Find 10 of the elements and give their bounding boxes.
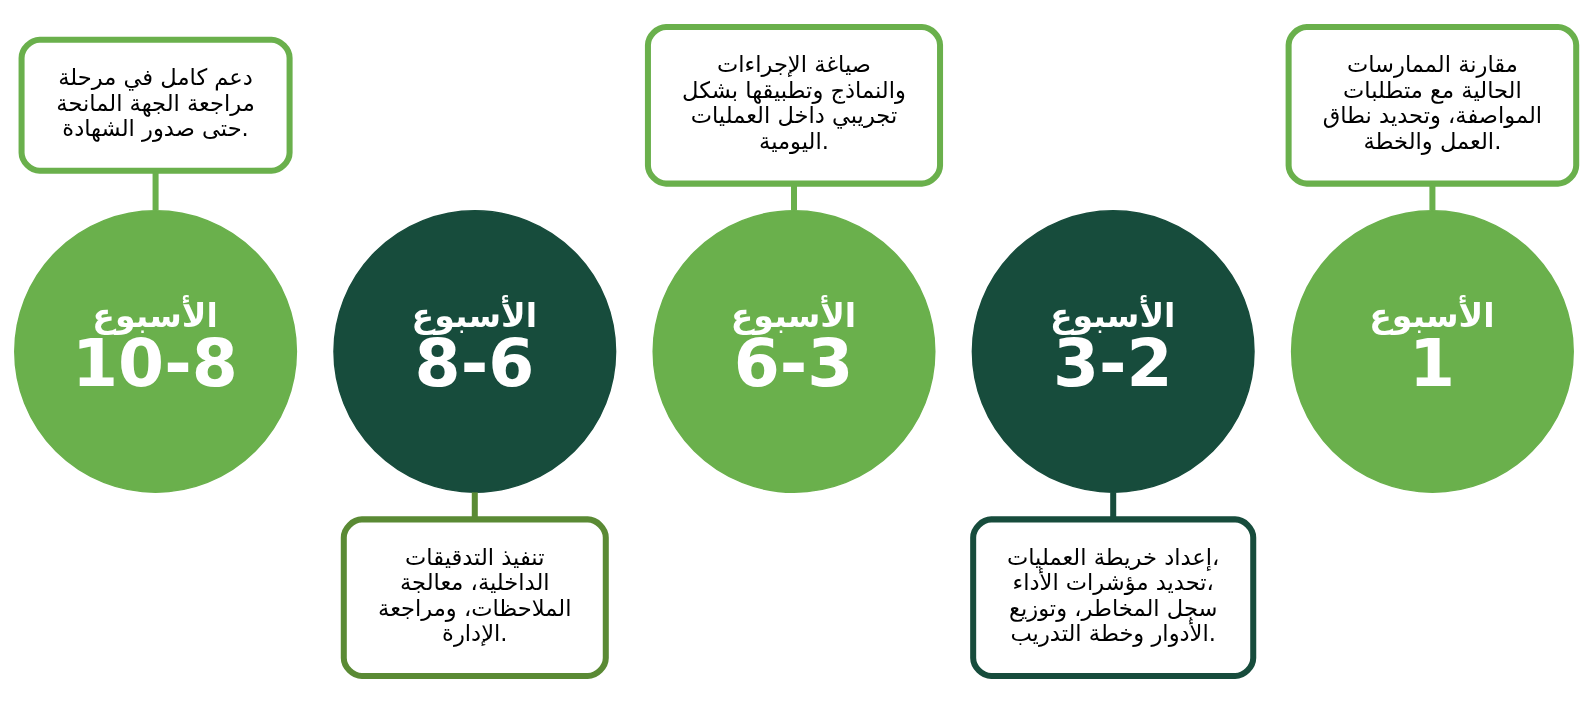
connector	[471, 491, 478, 519]
connector	[791, 183, 797, 210]
node-box: تنفيذ التدقيقات الداخلية، معالجة الملاحظات، ومراجعة الإدارة.	[340, 515, 609, 679]
node-box: دعم كامل في مرحلة مراجعة الجهة المانحة حتى صدور الشهادة.	[18, 36, 293, 174]
connector	[1429, 183, 1436, 210]
connector	[152, 170, 159, 210]
connector	[1110, 491, 1117, 519]
node-box: مقارنة الممارسات الحالية مع متطلبات المواصفة، وتحديد نطاق العمل والخطة.	[1285, 23, 1580, 187]
node-box: صياغة الإجراءات والنماذج وتطبيقها بشكل تجريبي داخل العمليات اليومية.	[644, 23, 944, 187]
node-box: إعداد خريطة العمليات، تحديد مؤشرات الأداء، سجل المخاطر، وتوزيع الأدوار وخطة التدريب.	[970, 515, 1257, 679]
